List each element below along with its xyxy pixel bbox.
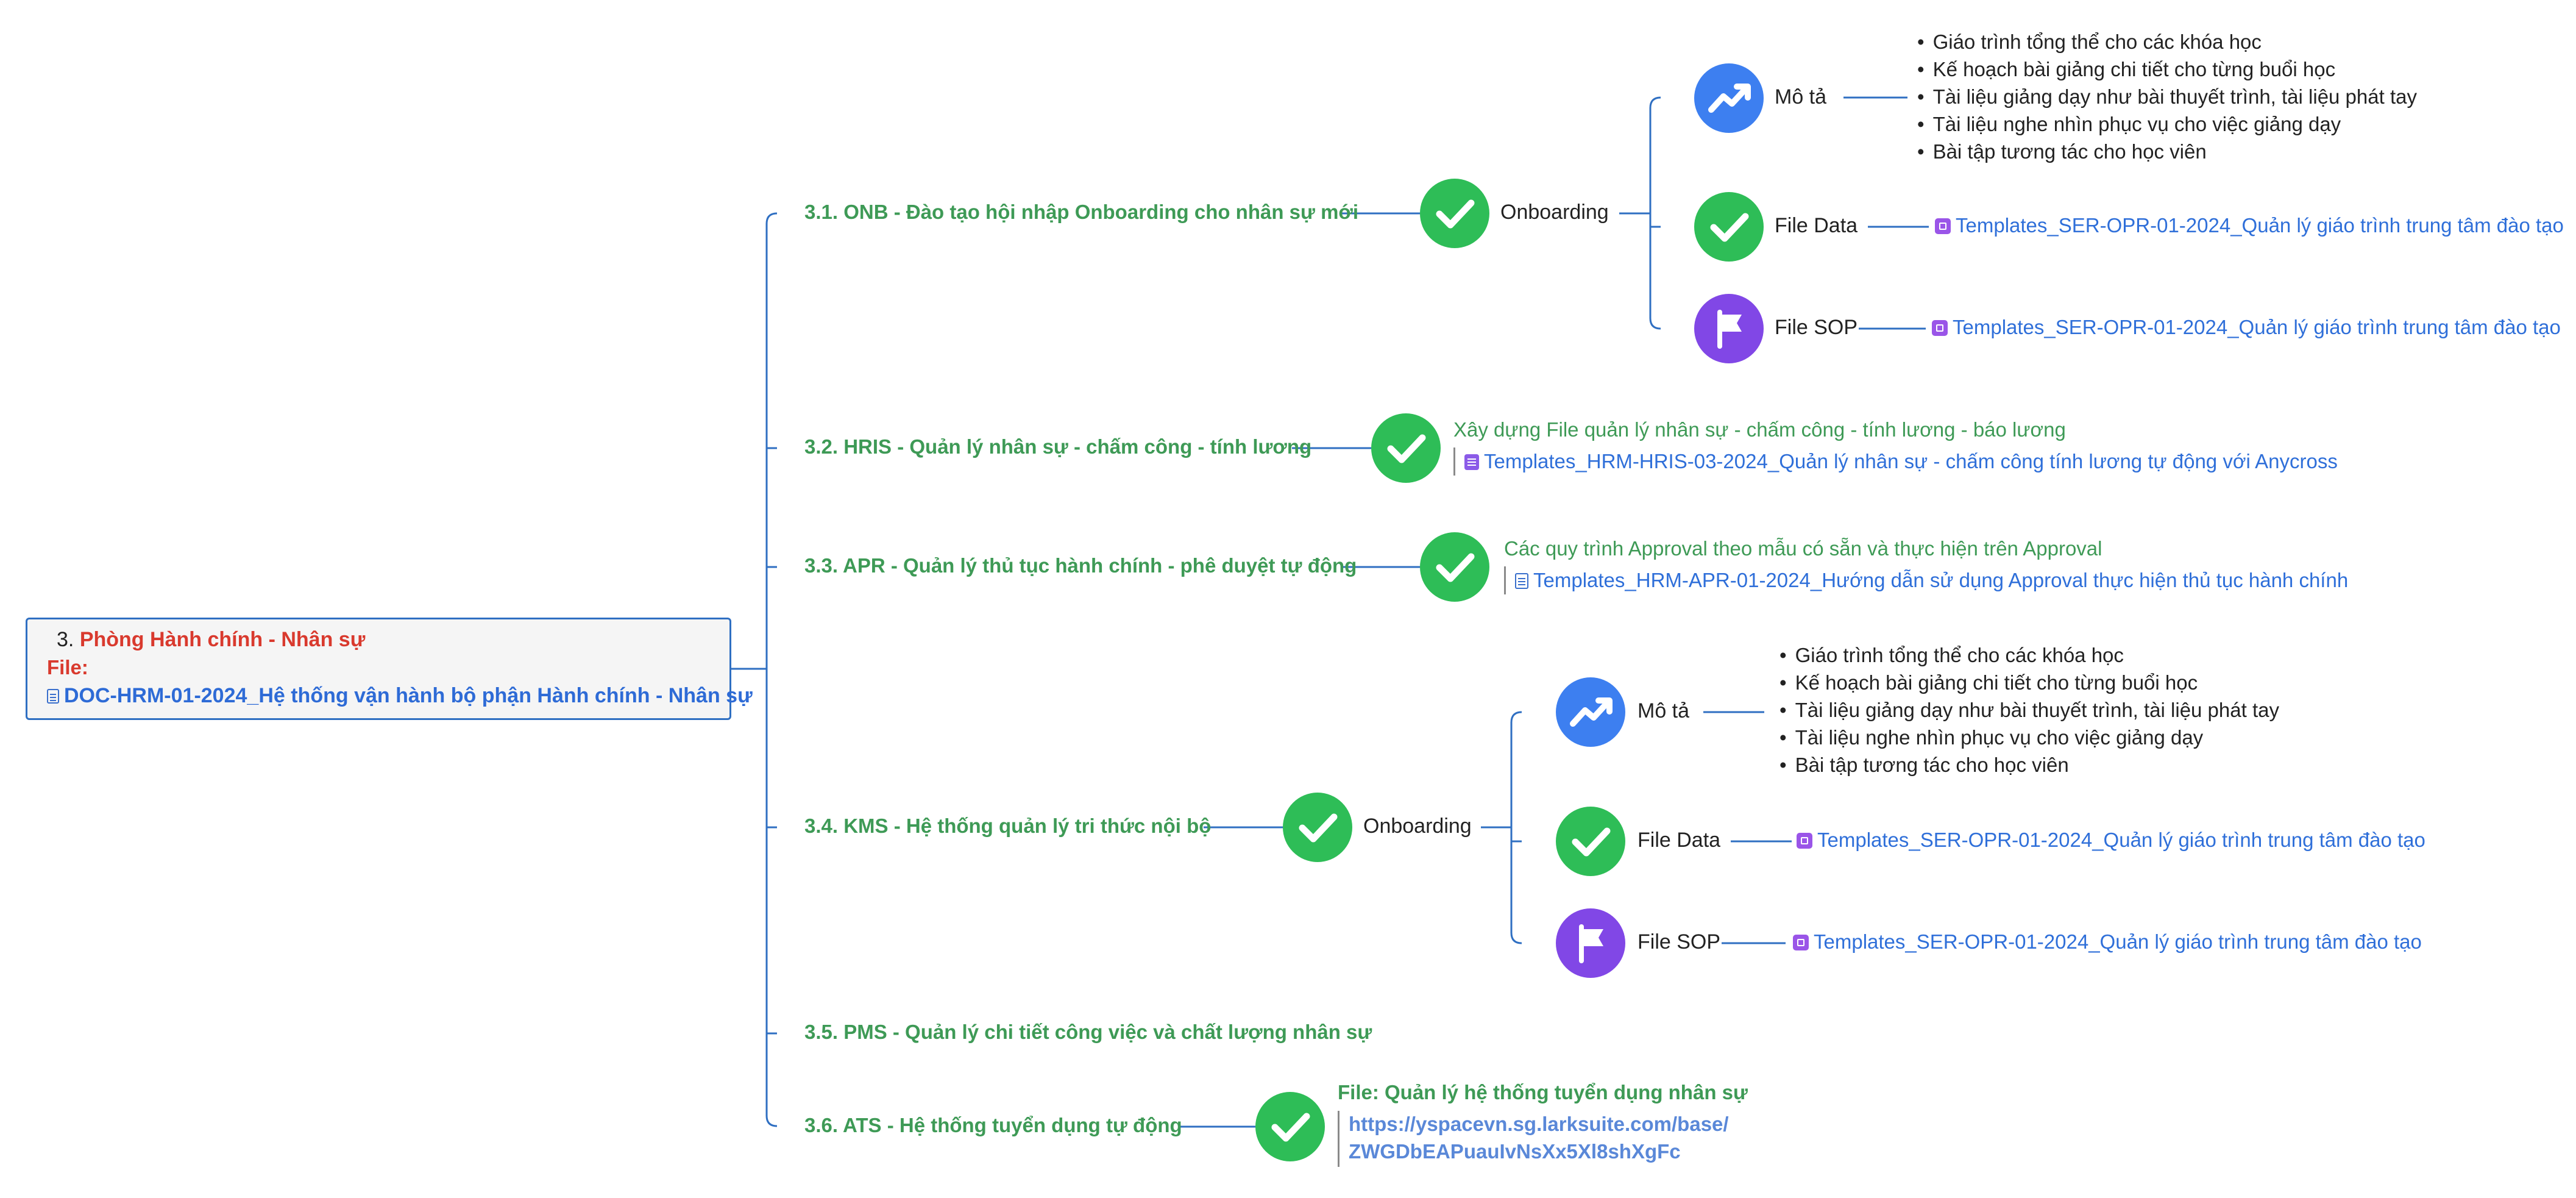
list-item: Tài liệu nghe nhìn phục vụ cho việc giản… — [1779, 726, 2279, 754]
root-file-link[interactable]: DOC-HRM-01-2024_Hệ thống vận hành bộ phậ… — [47, 684, 753, 708]
list-item: Giáo trình tổng thể cho các khóa học — [1779, 644, 2279, 671]
check-circle-icon — [1556, 807, 1625, 876]
ats-url-line1[interactable]: https://yspacevn.sg.larksuite.com/base/ — [1349, 1113, 1729, 1135]
list-item: Tài liệu giảng dạy như bài thuyết trình,… — [1917, 85, 2417, 113]
ats-url-line2[interactable]: ZWGDbEAPuauIvNsXx5Xl8shXgFc — [1349, 1140, 1681, 1163]
base-icon — [1797, 833, 1812, 849]
list-item: Kế hoạch bài giảng chi tiết cho từng buổ… — [1917, 58, 2417, 85]
file-sop-node-1[interactable]: File SOP — [1775, 316, 1858, 339]
list-item: Tài liệu giảng dạy như bài thuyết trình,… — [1779, 699, 2279, 726]
list-item: Bài tập tương tác cho học viên — [1779, 754, 2279, 781]
file-sop-node-2[interactable]: File SOP — [1637, 930, 1721, 954]
apr-note: Các quy trình Approval theo mẫu có sẵn v… — [1504, 537, 2102, 560]
file-data-link-1[interactable]: Templates_SER-OPR-01-2024_Quản lý giáo t… — [1935, 214, 2564, 237]
check-circle-icon — [1283, 793, 1352, 862]
hris-note: Xây dựng File quản lý nhân sự - chấm côn… — [1453, 418, 2066, 441]
branch-pms[interactable]: 3.5. PMS - Quản lý chi tiết công việc và… — [804, 1021, 1372, 1043]
root-file-name[interactable]: DOC-HRM-01-2024_Hệ thống vận hành bộ phậ… — [64, 684, 753, 707]
trend-up-icon — [1556, 677, 1625, 747]
link-text[interactable]: Templates_SER-OPR-01-2024_Quản lý giáo t… — [1956, 214, 2564, 237]
description-list-1: Giáo trình tổng thể cho các khóa học Kế … — [1917, 30, 2417, 168]
flag-icon — [1556, 908, 1625, 978]
base-icon — [1935, 218, 1951, 234]
link-text[interactable]: Templates_SER-OPR-01-2024_Quản lý giáo t… — [1817, 829, 2425, 851]
divider — [1338, 1111, 1339, 1167]
check-circle-icon — [1371, 413, 1441, 483]
branch-hris[interactable]: 3.2. HRIS - Quản lý nhân sự - chấm công … — [804, 435, 1312, 458]
document-icon — [47, 689, 59, 704]
list-item: Bài tập tương tác cho học viên — [1917, 140, 2417, 168]
link-text[interactable]: Templates_HRM-APR-01-2024_Hướng dẫn sử d… — [1533, 569, 2349, 591]
check-circle-icon — [1420, 179, 1489, 248]
check-circle-icon — [1694, 192, 1764, 262]
description-list-2: Giáo trình tổng thể cho các khóa học Kế … — [1779, 644, 2279, 781]
base-icon — [1793, 935, 1809, 950]
ats-note: File: Quản lý hệ thống tuyển dụng nhân s… — [1338, 1081, 1748, 1104]
document-icon — [1464, 454, 1479, 470]
check-circle-icon — [1420, 532, 1489, 602]
list-item: Giáo trình tổng thể cho các khóa học — [1917, 30, 2417, 58]
file-sop-link-1[interactable]: Templates_SER-OPR-01-2024_Quản lý giáo t… — [1932, 316, 2561, 339]
apr-link[interactable]: Templates_HRM-APR-01-2024_Hướng dẫn sử d… — [1515, 569, 2348, 592]
mo-ta-node-1[interactable]: Mô tả — [1775, 85, 1827, 109]
divider — [1504, 566, 1506, 594]
base-icon — [1932, 320, 1948, 336]
branch-onb[interactable]: 3.1. ONB - Đào tạo hội nhập Onboarding c… — [804, 201, 1359, 223]
link-text[interactable]: Templates_SER-OPR-01-2024_Quản lý giáo t… — [1814, 930, 2422, 953]
root-title: 3. Phòng Hành chính - Nhân sự — [57, 628, 365, 652]
branch-kms[interactable]: 3.4. KMS - Hệ thống quản lý tri thức nội… — [804, 815, 1212, 837]
file-sop-link-2[interactable]: Templates_SER-OPR-01-2024_Quản lý giáo t… — [1793, 930, 2422, 954]
mo-ta-node-2[interactable]: Mô tả — [1637, 699, 1690, 722]
onboarding-node-2[interactable]: Onboarding — [1363, 815, 1472, 838]
list-item: Tài liệu nghe nhìn phục vụ cho việc giản… — [1917, 113, 2417, 140]
document-icon — [1515, 573, 1528, 589]
list-item: Kế hoạch bài giảng chi tiết cho từng buổ… — [1779, 671, 2279, 699]
file-data-node-1[interactable]: File Data — [1775, 214, 1858, 237]
link-text[interactable]: Templates_SER-OPR-01-2024_Quản lý giáo t… — [1953, 316, 2561, 338]
divider — [1453, 447, 1455, 476]
trend-up-icon — [1694, 63, 1764, 133]
root-node[interactable]: 3. Phòng Hành chính - Nhân sự File: DOC-… — [26, 618, 753, 720]
root-title-text: Phòng Hành chính - Nhân sự — [79, 628, 366, 651]
branch-apr[interactable]: 3.3. APR - Quản lý thủ tục hành chính - … — [804, 554, 1357, 577]
branch-ats[interactable]: 3.6. ATS - Hệ thống tuyển dụng tự động — [804, 1114, 1182, 1136]
link-text[interactable]: Templates_HRM-HRIS-03-2024_Quản lý nhân … — [1484, 450, 2338, 472]
file-data-link-2[interactable]: Templates_SER-OPR-01-2024_Quản lý giáo t… — [1797, 829, 2425, 852]
check-circle-icon — [1255, 1092, 1325, 1161]
onboarding-node-1[interactable]: Onboarding — [1500, 201, 1609, 224]
root-number: 3. — [57, 628, 74, 651]
flag-icon — [1694, 294, 1764, 363]
file-data-node-2[interactable]: File Data — [1637, 829, 1721, 852]
hris-link[interactable]: Templates_HRM-HRIS-03-2024_Quản lý nhân … — [1464, 450, 2338, 473]
root-file-label: File: — [47, 656, 88, 679]
